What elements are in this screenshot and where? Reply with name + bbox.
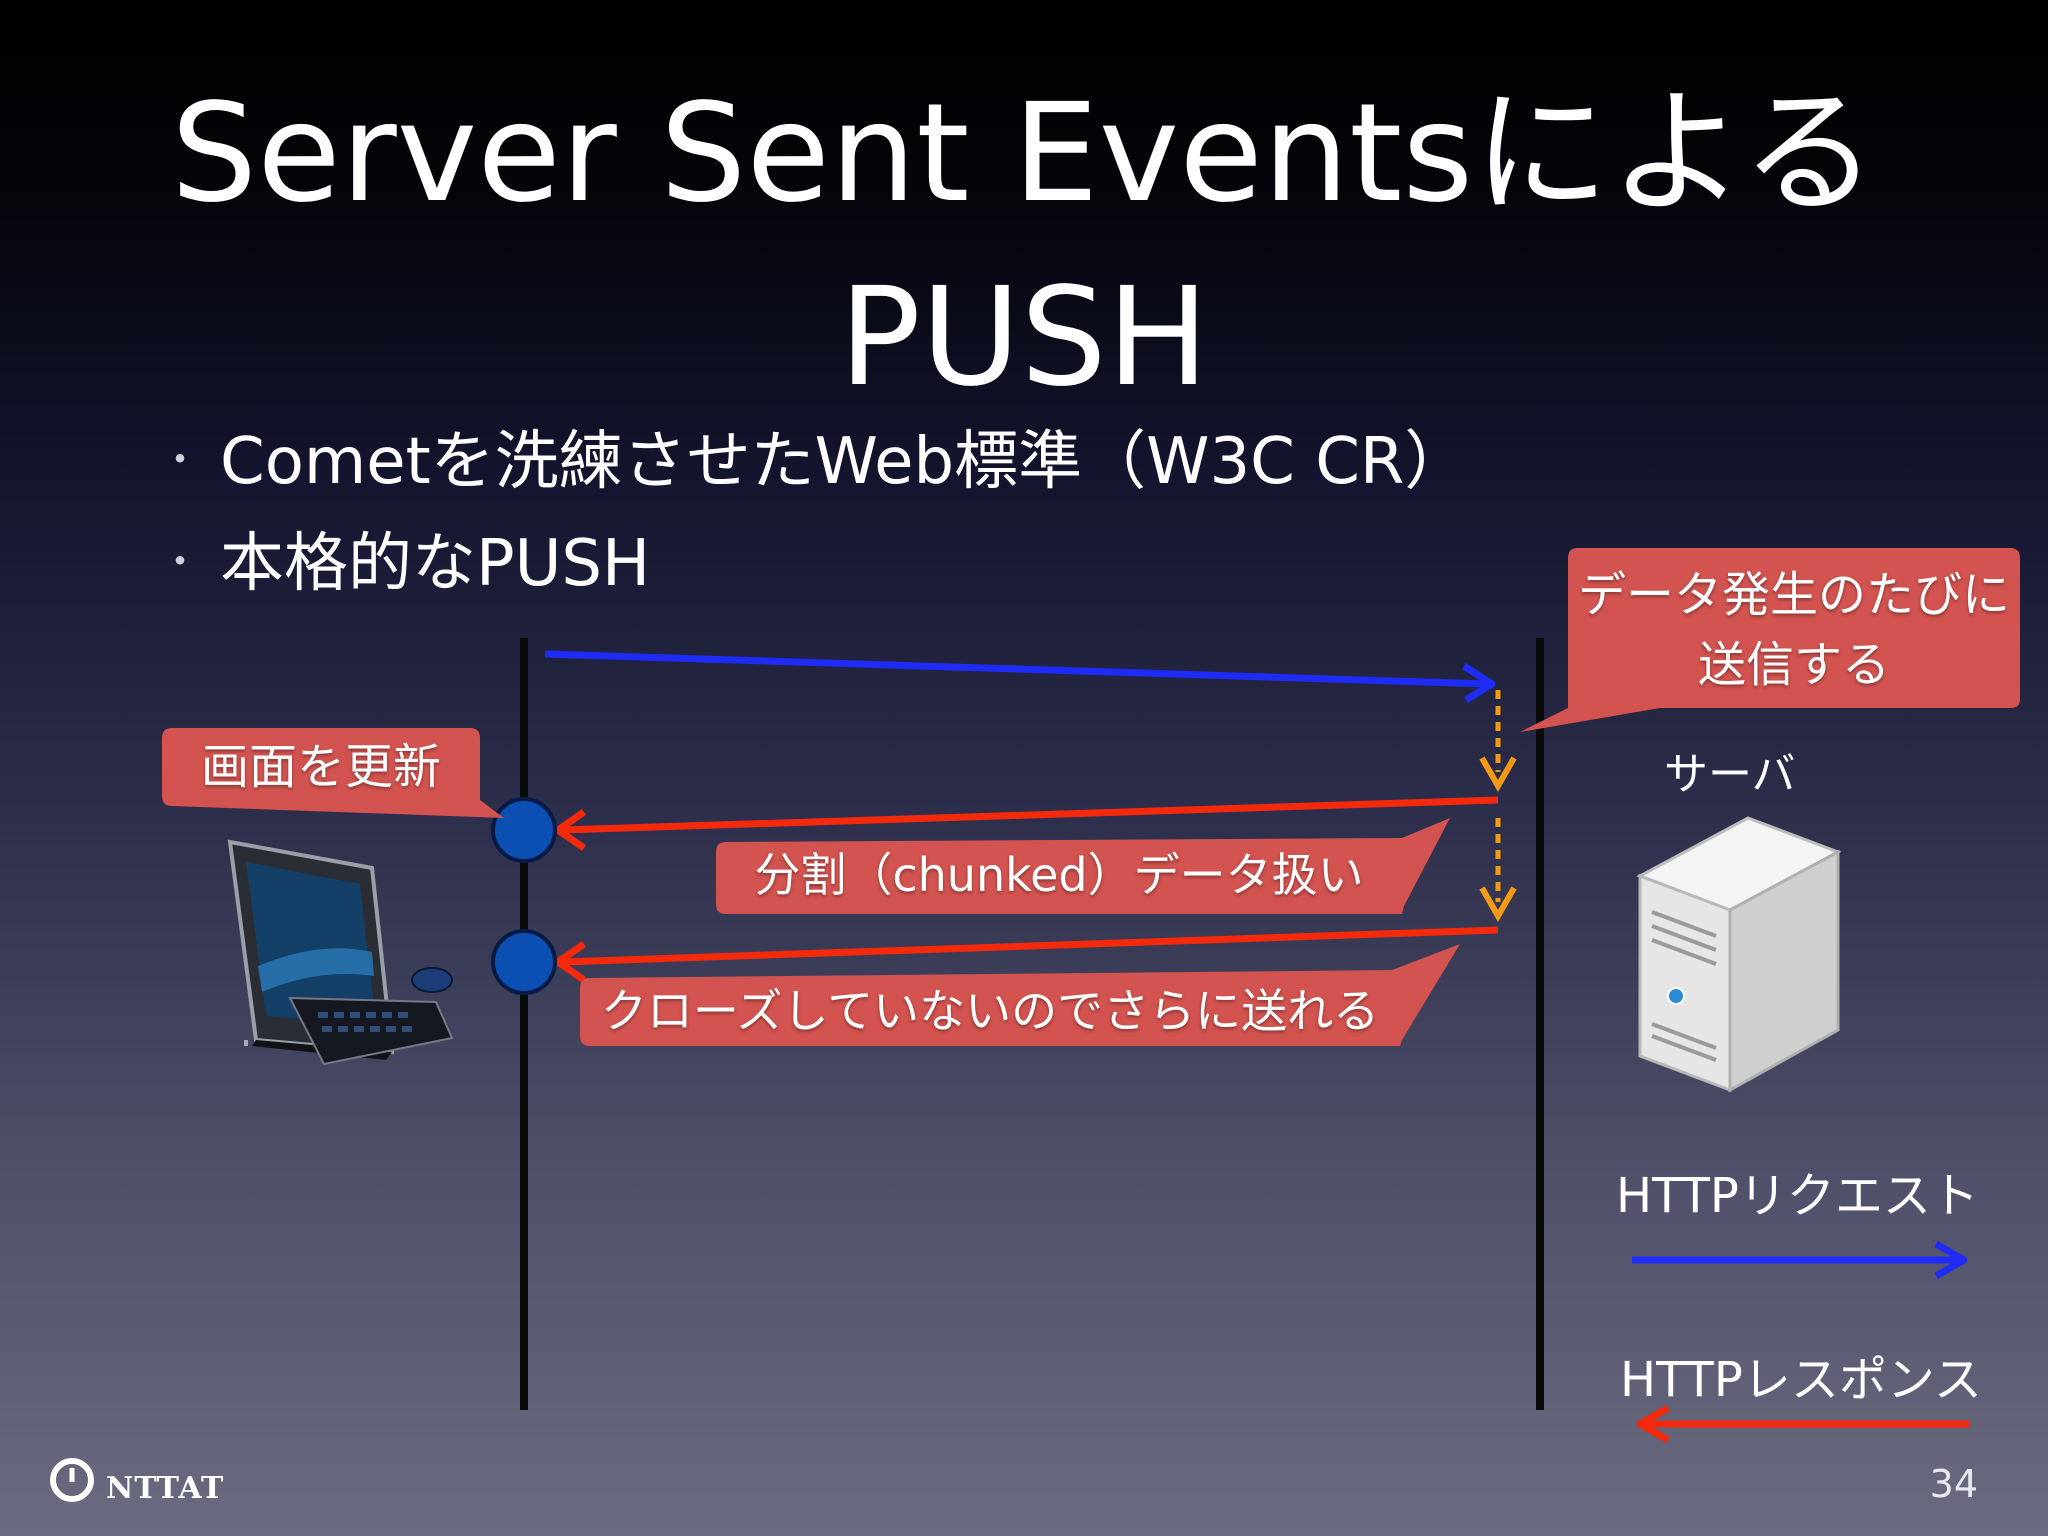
bullet-item: ・ Cometを洗練させたWeb標準（W3C CR） [160, 405, 1468, 507]
legend-request-arrow [1632, 1240, 1968, 1280]
title-line-2: PUSH [838, 259, 1210, 417]
receive-event-node [491, 929, 557, 995]
title-line-1: Server Sent Eventsによる [170, 75, 1878, 233]
callout-server-send [1520, 548, 2020, 732]
response-arrow [554, 796, 1499, 851]
logo-text: NTTAT [106, 1471, 225, 1506]
page-number: 34 [1929, 1462, 1978, 1506]
bullet-dot-icon: ・ [160, 539, 200, 585]
callout-server-send-text: データ発生のたびに 送信する [1568, 560, 2020, 700]
callout-line: 送信する [1697, 637, 1890, 693]
callout-chunked [716, 818, 1450, 914]
company-logo: NTTAT [52, 1471, 224, 1506]
response-arrow [554, 926, 1499, 983]
server-icon [1636, 816, 1842, 1093]
slide-title: Server Sent Eventsによる PUSH [0, 62, 2048, 430]
bullet-text: Cometを洗練させたWeb標準（W3C CR） [220, 425, 1469, 499]
bullet-list: ・ Cometを洗練させたWeb標準（W3C CR） ・ 本格的なPUSH [160, 405, 1468, 609]
server-label: サーバ [1664, 749, 1796, 800]
receive-event-node [491, 797, 557, 863]
legend-response-label: HTTPレスポンス [1620, 1352, 1982, 1408]
data-event-arrow [1479, 818, 1517, 923]
callout-not-closed-text: クローズしていないのでさらに送れる [600, 984, 1380, 1038]
callout-not-closed [580, 944, 1460, 1046]
bullet-dot-icon: ・ [160, 437, 200, 483]
request-arrow [544, 650, 1496, 703]
bullet-item: ・ 本格的なPUSH [160, 507, 1468, 609]
callout-update-screen-text: 画面を更新 [200, 739, 441, 795]
ntt-logo-icon [50, 1458, 94, 1502]
legend-response-arrow [1636, 1404, 1970, 1444]
desktop-computer-icon [227, 839, 454, 1066]
bullet-text: 本格的なPUSH [220, 527, 651, 601]
callout-update-screen [162, 728, 504, 818]
callout-chunked-text: 分割（chunked）データ扱い [754, 848, 1364, 902]
legend-request-label: HTTPリクエスト [1616, 1168, 1979, 1224]
callout-line: データ発生のたびに [1577, 567, 2010, 623]
data-event-arrow [1479, 690, 1517, 793]
